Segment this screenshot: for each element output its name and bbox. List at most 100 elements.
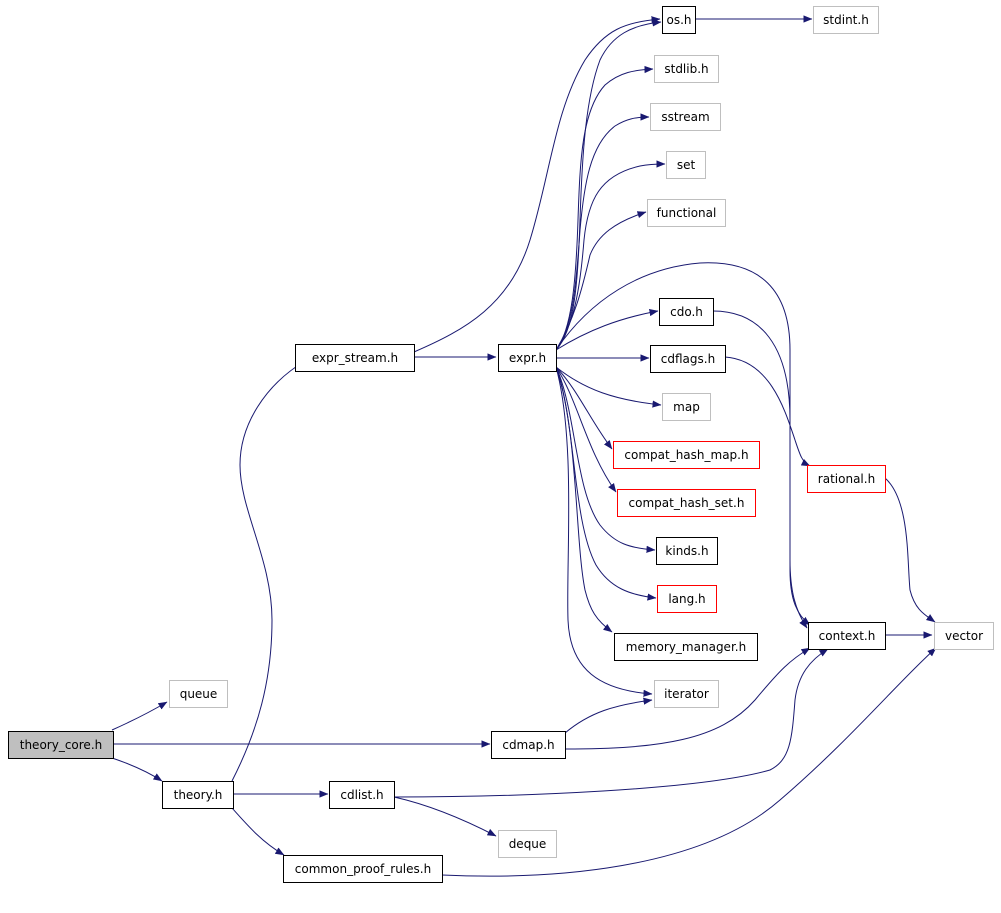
- node-label: expr.h: [509, 351, 546, 365]
- edge-cdo-to-context: [712, 310, 811, 626]
- node-box: [813, 6, 879, 34]
- node-cdo[interactable]: cdo.h: [659, 298, 714, 326]
- node-expr[interactable]: expr.h: [498, 344, 557, 372]
- node-box: [283, 855, 443, 883]
- edge-expr-stream-to-os: [413, 16, 661, 353]
- node-box: [162, 781, 234, 809]
- edge-cdflags-to-rational: [724, 356, 811, 467]
- edge-expr-to-lang: [555, 366, 657, 601]
- edge-cdmap-to-context: [564, 647, 811, 750]
- node-compat-hash-set[interactable]: compat_hash_set.h: [617, 489, 756, 517]
- edge-expr-to-set: [555, 160, 666, 351]
- node-box: [617, 489, 756, 517]
- edge-theory-to-expr-stream: [231, 360, 306, 782]
- node-label: queue: [180, 687, 218, 701]
- node-vector[interactable]: vector: [934, 622, 994, 650]
- node-compat-hash-map[interactable]: compat_hash_map.h: [613, 441, 760, 469]
- edge-expr-to-context: [555, 262, 808, 629]
- node-cdflags[interactable]: cdflags.h: [650, 345, 726, 373]
- node-box: [662, 393, 711, 421]
- node-label: memory_manager.h: [626, 640, 746, 654]
- node-label: expr_stream.h: [312, 351, 398, 365]
- node-label: deque: [509, 837, 547, 851]
- node-label: stdlib.h: [664, 62, 708, 76]
- node-set[interactable]: set: [666, 151, 706, 179]
- edge-cdlist-to-context: [393, 648, 829, 798]
- node-box: [614, 633, 758, 661]
- node-label: compat_hash_map.h: [624, 448, 748, 462]
- node-label: set: [677, 158, 696, 172]
- node-iterator[interactable]: iterator: [654, 680, 719, 708]
- node-functional[interactable]: functional: [647, 199, 726, 227]
- node-box: [169, 680, 228, 708]
- edge-expr-to-memory-manager: [555, 366, 613, 633]
- node-label: functional: [657, 206, 717, 220]
- edge-cdlist-to-deque: [393, 796, 497, 837]
- node-box: [666, 151, 706, 179]
- edge-cdmap-to-iterator: [564, 697, 653, 734]
- node-label: sstream: [661, 110, 709, 124]
- node-label: cdmap.h: [502, 738, 554, 752]
- edge-theory-core-to-queue: [111, 701, 168, 731]
- nodes-layer: theory_core.h queue theory.h expr_stream.h e…: [8, 6, 994, 883]
- edge-expr-to-functional: [555, 211, 647, 351]
- edge-expr-to-compat-hash-set: [555, 366, 617, 493]
- node-box: [613, 441, 760, 469]
- node-common-proof-rules[interactable]: common_proof_rules.h: [283, 855, 443, 883]
- node-label: os.h: [666, 13, 691, 27]
- node-theory-core[interactable]: theory_core.h: [8, 731, 114, 759]
- node-stdint[interactable]: stdint.h: [813, 6, 879, 34]
- node-rational[interactable]: rational.h: [807, 465, 886, 493]
- node-label: iterator: [664, 687, 709, 701]
- edge-expr-to-stdlib: [555, 65, 654, 351]
- edge-expr-to-map: [555, 366, 662, 408]
- node-os[interactable]: os.h: [662, 6, 696, 34]
- node-stdlib[interactable]: stdlib.h: [654, 55, 719, 83]
- node-box: [654, 680, 719, 708]
- node-sstream[interactable]: sstream: [650, 103, 721, 131]
- node-memory-manager[interactable]: memory_manager.h: [614, 633, 758, 661]
- node-cdmap[interactable]: cdmap.h: [491, 731, 566, 759]
- node-box: [662, 6, 696, 34]
- node-box: [8, 731, 114, 759]
- node-box: [656, 537, 718, 565]
- node-label: common_proof_rules.h: [295, 862, 431, 876]
- node-box: [329, 781, 395, 809]
- node-box: [498, 344, 557, 372]
- edge-theory-to-common-proof-rules: [231, 807, 285, 856]
- node-deque[interactable]: deque: [498, 830, 557, 858]
- node-map[interactable]: map: [662, 393, 711, 421]
- node-kinds[interactable]: kinds.h: [656, 537, 718, 565]
- node-context[interactable]: context.h: [808, 622, 886, 650]
- node-label: map: [673, 400, 700, 414]
- edge-theory-core-to-theory: [111, 757, 163, 782]
- edge-expr-to-iterator: [555, 366, 653, 697]
- node-lang[interactable]: lang.h: [657, 585, 717, 613]
- edge-expr-to-compat-hash-map: [555, 366, 613, 450]
- node-box: [647, 199, 726, 227]
- node-label: cdlist.h: [340, 788, 383, 802]
- node-label: lang.h: [668, 592, 705, 606]
- node-cdlist[interactable]: cdlist.h: [329, 781, 395, 809]
- node-box: [650, 103, 721, 131]
- node-label: stdint.h: [823, 13, 869, 27]
- node-label: context.h: [819, 629, 876, 643]
- edge-expr-to-cdo: [555, 309, 659, 351]
- edge-rational-to-vector: [884, 477, 936, 623]
- node-box: [498, 830, 557, 858]
- node-label: rational.h: [818, 472, 875, 486]
- node-label: kinds.h: [665, 544, 708, 558]
- node-label: theory_core.h: [20, 738, 102, 752]
- node-box: [295, 344, 415, 372]
- node-theory[interactable]: theory.h: [162, 781, 234, 809]
- node-box: [807, 465, 886, 493]
- node-expr-stream[interactable]: expr_stream.h: [295, 344, 415, 372]
- node-box: [934, 622, 994, 650]
- edge-expr-to-sstream: [555, 113, 650, 351]
- node-label: theory.h: [174, 788, 223, 802]
- node-queue[interactable]: queue: [169, 680, 228, 708]
- node-box: [808, 622, 886, 650]
- node-box: [659, 298, 714, 326]
- node-box: [650, 345, 726, 373]
